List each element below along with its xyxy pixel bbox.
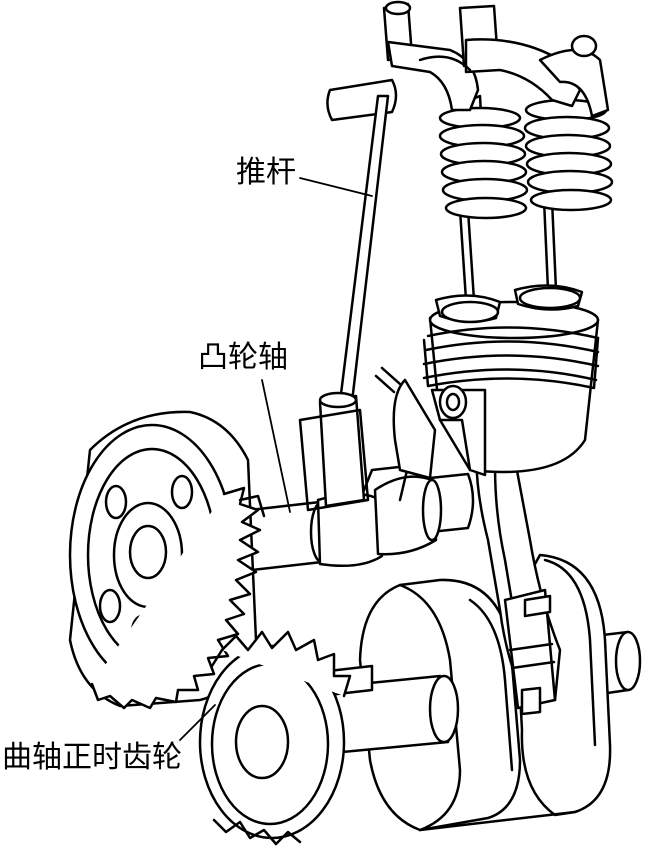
pushrod: [298, 94, 390, 512]
leader-line-camshaft: [261, 379, 291, 513]
label-crankshaft-timing-gear: 曲轴正时齿轮: [2, 740, 182, 775]
connecting-rod: [475, 408, 562, 716]
valve-spring-left: [438, 106, 529, 220]
leader-line-pushrod: [299, 177, 373, 197]
camshaft-timing-gear: [68, 410, 266, 710]
label-camshaft: 凸轮轴: [198, 340, 288, 375]
valve-spring-right: [523, 98, 614, 212]
piston: [374, 300, 600, 480]
leader-line-crank-gear: [179, 704, 216, 741]
rocker-arms: [326, 0, 610, 122]
crankshaft-timing-gear: [198, 630, 352, 846]
label-pushrod: 推杆: [236, 155, 296, 190]
